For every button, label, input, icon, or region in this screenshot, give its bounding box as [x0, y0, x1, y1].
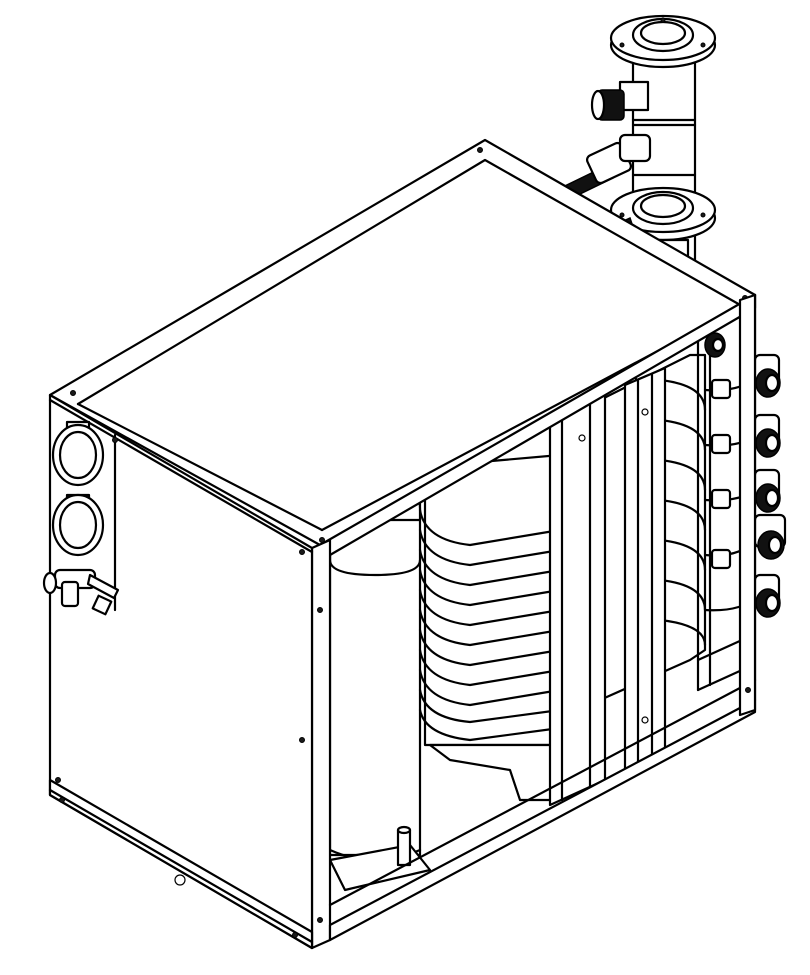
fitting-1 — [753, 353, 781, 398]
left-side-panel — [48, 393, 314, 950]
compressor-base — [328, 825, 432, 892]
fitting-5 — [753, 573, 781, 618]
fitting-3 — [753, 468, 781, 513]
fitting-top — [704, 332, 726, 358]
front-right-frame — [310, 293, 757, 950]
pipe-side-fitting — [590, 80, 650, 121]
gauge-lower — [51, 493, 105, 557]
fitting-2 — [753, 413, 781, 458]
gauge-upper — [51, 420, 105, 487]
vertical-flanged-pipe — [609, 14, 717, 302]
main-coil — [418, 453, 562, 802]
drain-valve — [42, 568, 120, 616]
vertical-rails — [548, 366, 667, 807]
fitting-4 — [753, 513, 787, 560]
